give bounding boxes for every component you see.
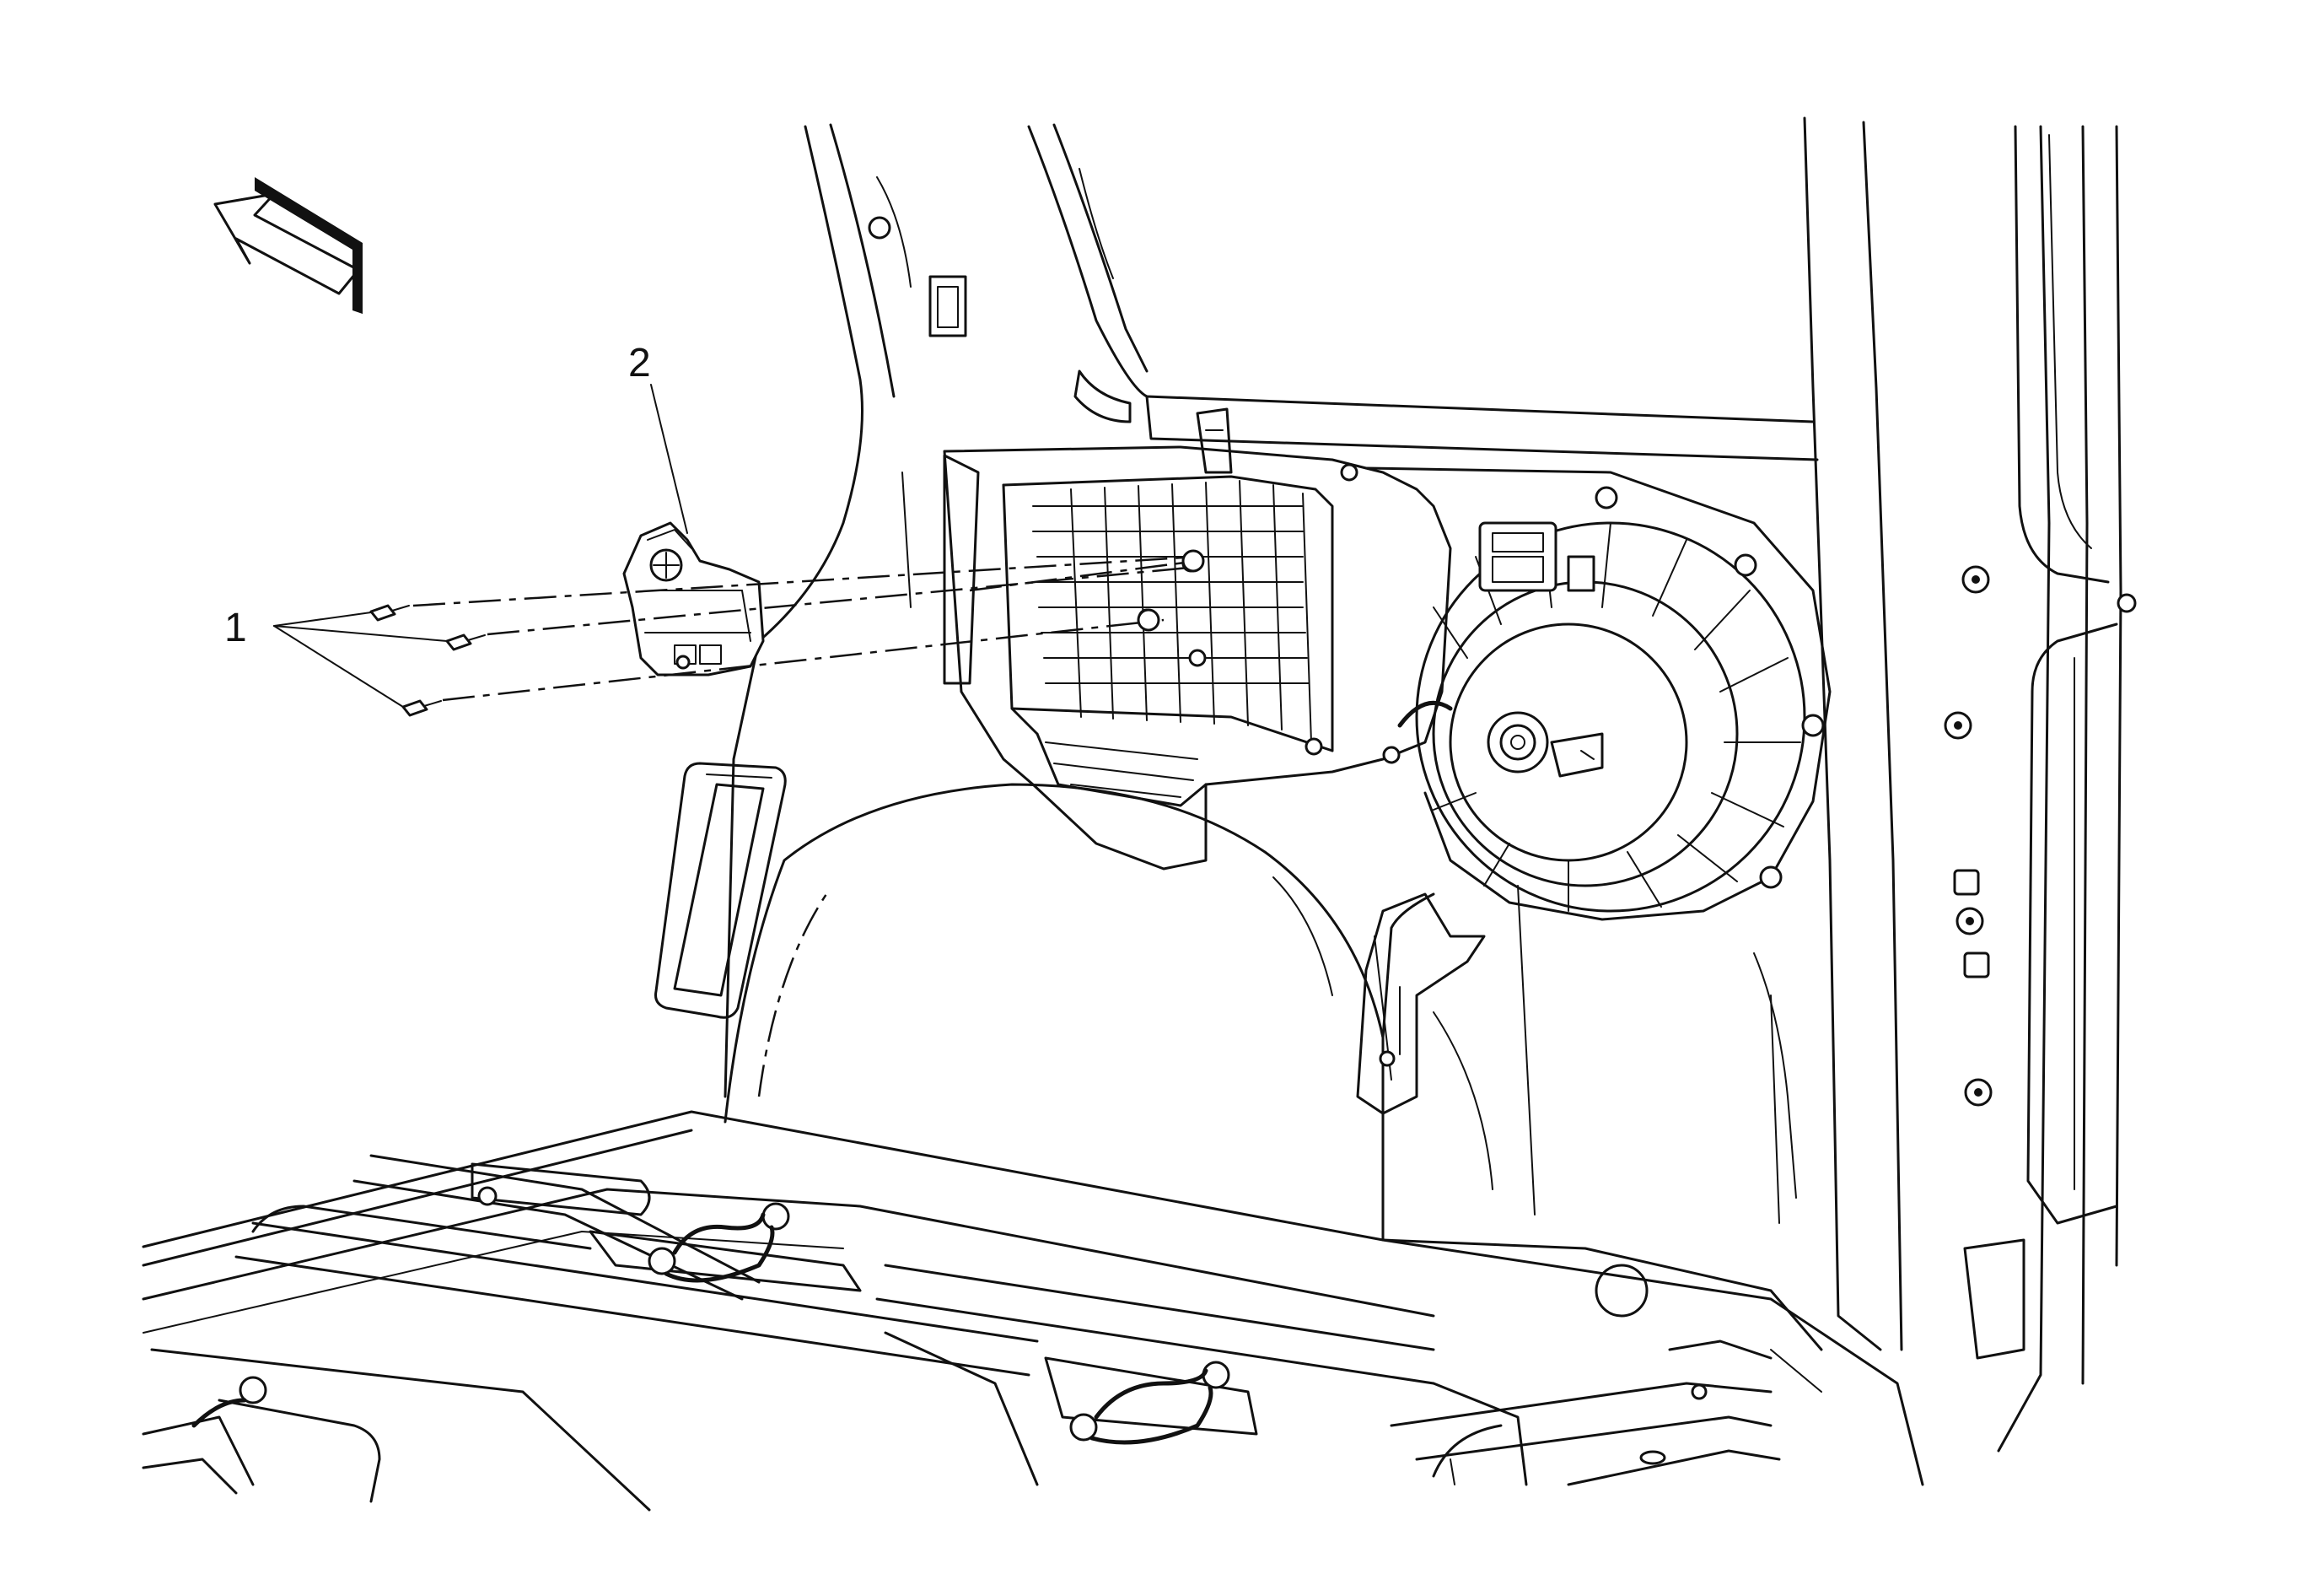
wheel-house xyxy=(724,783,1823,1351)
alignment-lines xyxy=(412,549,1205,702)
leader-lines xyxy=(273,384,688,708)
hvac-module-housing xyxy=(943,407,1452,871)
mounting-bracket xyxy=(1356,892,1486,1115)
duct-opening xyxy=(654,762,787,1019)
body-fasteners xyxy=(1944,565,2137,1107)
floor-pan xyxy=(142,1110,1924,1512)
body-pillar-right xyxy=(1803,116,2122,1453)
tie-down-hooks xyxy=(191,1186,1230,1445)
callout-label-actuator: 2 xyxy=(628,341,651,385)
blower-motor-assembly xyxy=(1364,466,1832,921)
callout-label-fastener: 1 xyxy=(224,606,247,650)
fastener-screws xyxy=(369,604,486,717)
upper-body-panel xyxy=(724,123,1819,1098)
arrow-forward-icon xyxy=(213,177,363,314)
mode-door-actuator xyxy=(622,521,765,676)
